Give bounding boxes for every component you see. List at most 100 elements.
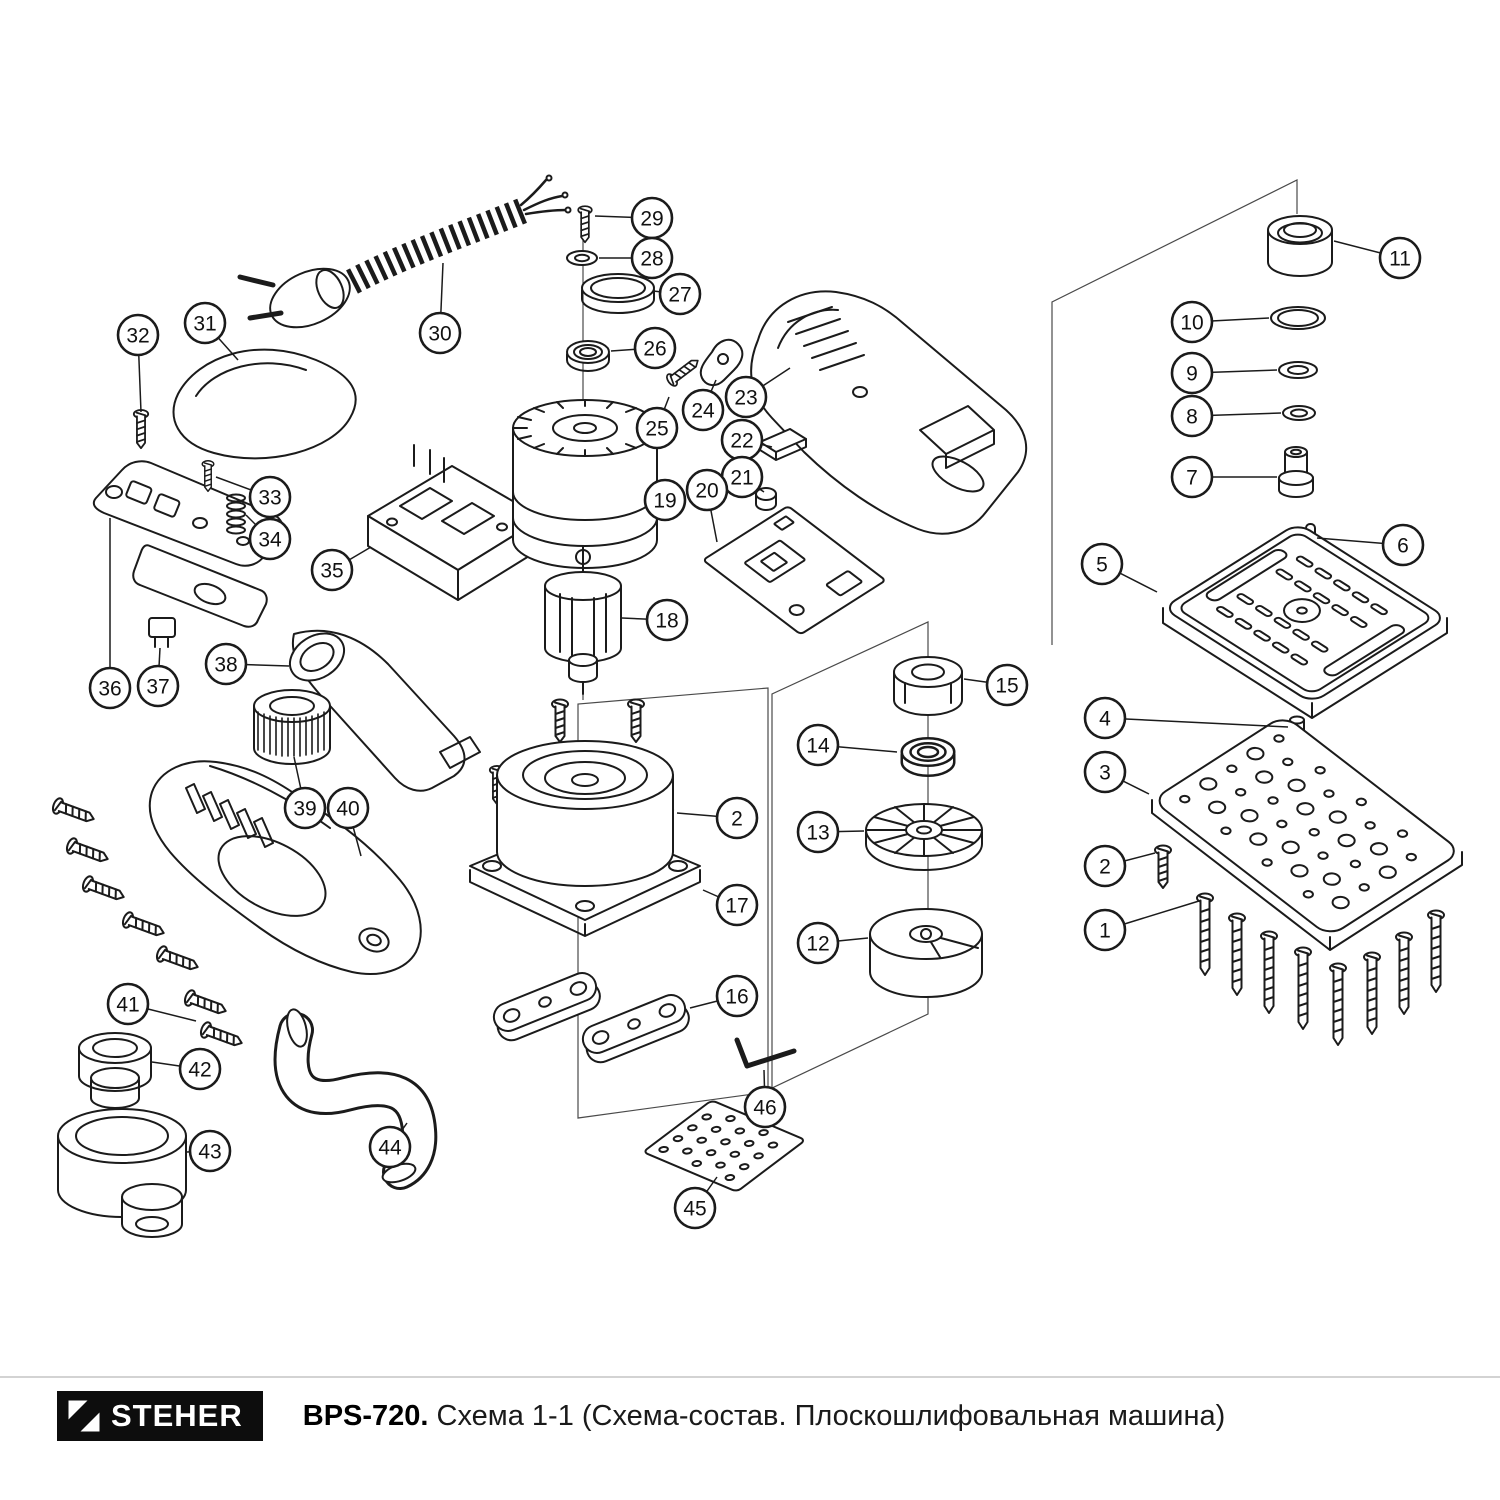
brand-name: STEHER [111,1398,243,1433]
dust-hose [273,1008,438,1190]
balloon-33 [248,475,292,519]
balloon-34 [248,517,292,561]
balloon-number-40: 40 [336,798,359,821]
balloon-35 [310,548,354,592]
balloon-number-18: 18 [655,610,678,633]
balloon-24 [681,388,725,432]
armature [544,545,622,695]
balloon-19 [643,478,687,522]
caption-text: Схема 1-1 (Схема-состав. Плоскошлифоваль… [436,1399,1226,1432]
balloon-5 [1080,542,1124,586]
balloon-45 [673,1186,717,1230]
washer-9 [1278,361,1318,379]
balloon-number-13: 13 [806,822,829,845]
balloon-12 [796,921,840,965]
balloon-number-9: 9 [1186,363,1198,386]
bearing-top [1267,215,1333,277]
balloon-number-25: 25 [645,418,668,441]
balloon-32 [116,313,160,357]
adjust-knob [253,689,331,765]
balloon-41 [106,982,150,1026]
balloon-number-29: 29 [640,208,663,231]
leader-line-4 [1104,717,1289,728]
balloon-number-42: 42 [188,1059,211,1082]
slide-button [148,617,176,648]
balloon-31 [183,301,227,345]
balloon-number-16: 16 [725,986,748,1009]
balloon-number-43: 43 [198,1141,221,1164]
bearing-26 [566,340,610,372]
balloon-number-32: 32 [126,325,149,348]
balloon-number-17: 17 [725,895,748,918]
spring [226,493,246,535]
balloon-18 [645,598,689,642]
balloon-number-26: 26 [643,338,666,361]
balloon-43 [188,1129,232,1173]
balloon-number-12: 12 [806,933,829,956]
balloon-number-2: 2 [1099,856,1111,879]
power-cord [237,174,572,329]
balloon-number-3: 3 [1099,762,1111,785]
balloon-number-45: 45 [683,1198,706,1221]
upper-housing [750,290,1027,535]
balloon-13 [796,810,840,854]
balloon-number-44: 44 [378,1137,402,1160]
retaining-ring [581,273,655,314]
balloon-number-5: 5 [1096,554,1108,577]
seal-ring [1270,306,1326,330]
balloon-number-30: 30 [428,323,451,346]
balloon-number-31: 31 [193,313,216,336]
balloon-9 [1170,351,1214,395]
balloon-40 [326,786,370,830]
steher-logo-icon [68,1400,100,1432]
plug-prong [247,310,284,321]
hex-wrench [734,1037,797,1069]
screw-32 [132,409,150,450]
balloon-37 [136,664,180,708]
stator [512,399,658,569]
mid-panel-outline [771,621,929,1089]
balloon-26 [633,326,677,370]
switch-cover-plate [92,460,285,628]
balloon-number-21: 21 [730,467,753,490]
balloon-15 [985,663,1029,707]
balloon-number-37: 37 [146,676,169,699]
outlet-adapter [78,1032,152,1109]
balloon-38 [204,642,248,686]
balloon-42 [178,1047,222,1091]
balloon-3 [1083,750,1127,794]
screw-29 [577,205,593,244]
counterweight [869,908,983,998]
balloon-number-8: 8 [1186,406,1198,429]
balloon-27 [658,272,702,316]
balloon-6 [1381,523,1425,567]
balloon-number-14: 14 [806,735,830,758]
footer: STEHER BPS-720. Схема 1-1 (Схема-состав.… [57,1391,1225,1441]
balloon-number-39: 39 [293,798,316,821]
top-plate [1163,523,1447,718]
link-plates [492,972,690,1064]
balloon-number-2: 2 [731,808,743,831]
balloon-number-35: 35 [320,560,343,583]
steher-logo: STEHER [57,1391,263,1441]
balloon-8 [1170,394,1214,438]
handle-housing [148,760,422,975]
balloon-44 [368,1125,412,1169]
balloon-number-33: 33 [258,487,281,510]
bushing [1278,446,1314,498]
dust-duct [289,629,481,792]
balloon-14 [796,723,840,767]
balloon-number-36: 36 [98,678,121,701]
balloon-number-7: 7 [1186,467,1198,490]
balloon-30 [418,311,462,355]
screw-2-right [1154,844,1172,889]
base-pad [1152,715,1462,950]
balloon-36 [88,666,132,710]
balloon-number-6: 6 [1397,535,1409,558]
balloon-number-23: 23 [734,387,757,410]
washer-8 [1282,405,1316,421]
balloon-11 [1378,236,1422,280]
right-panel-outline [1051,179,1298,645]
